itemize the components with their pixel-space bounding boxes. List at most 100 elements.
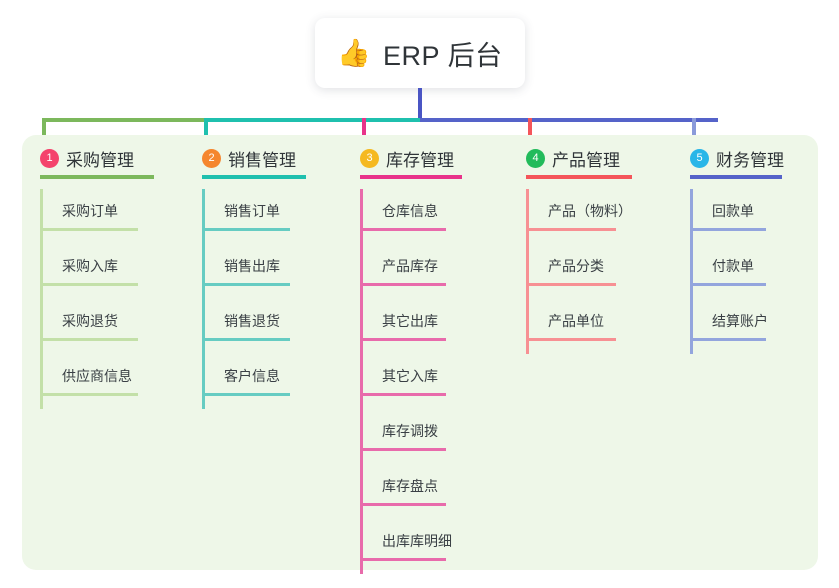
leaf-node[interactable]: 采购订单 <box>40 189 138 244</box>
leaf-node-rule <box>202 393 290 396</box>
branch-header-5[interactable]: 5 财务管理 <box>690 146 784 180</box>
leaf-node-rule <box>526 283 616 286</box>
leaf-node-rule <box>40 228 138 231</box>
leaf-node-rule <box>202 338 290 341</box>
leaf-node-rule <box>360 338 446 341</box>
leaf-node-rule <box>690 338 766 341</box>
branch-drop-connector-1 <box>42 118 46 146</box>
branch-title: 销售管理 <box>228 151 296 170</box>
leaf-node-label: 销售退货 <box>224 313 280 329</box>
leaf-node-label: 回款单 <box>712 203 754 219</box>
branch-drop-connector-2 <box>204 118 208 146</box>
leaf-node-rule <box>526 228 616 231</box>
branch-item-list: 回款单付款单结算账户 <box>690 189 784 354</box>
leaf-node-label: 仓库信息 <box>382 203 438 219</box>
branch-header-rule <box>202 175 306 179</box>
branch-spine <box>526 189 529 354</box>
branch-spine <box>690 189 693 354</box>
branch-drop-connector-3 <box>362 118 366 146</box>
leaf-node-rule <box>360 283 446 286</box>
branch-drop-connector-4 <box>528 118 532 146</box>
branch-title: 库存管理 <box>386 151 454 170</box>
leaf-node[interactable]: 产品（物料） <box>526 189 632 244</box>
branch-item-list: 产品（物料） 产品分类产品单位 <box>526 189 632 354</box>
leaf-node[interactable]: 回款单 <box>690 189 784 244</box>
leaf-node[interactable]: 结算账户 <box>690 299 784 354</box>
leaf-node-label: 其它出库 <box>382 313 438 329</box>
branch-column-3: 3 库存管理仓库信息产品库存其它出库其它入库库存调拨库存盘点出库库明细 <box>360 146 462 574</box>
bus-segment-1 <box>42 118 204 122</box>
leaf-node[interactable]: 产品单位 <box>526 299 620 354</box>
branch-spine <box>202 189 205 409</box>
leaf-node[interactable]: 销售订单 <box>202 189 296 244</box>
leaf-node-label: 产品分类 <box>548 258 604 274</box>
leaf-node-label: 客户信息 <box>224 368 280 384</box>
leaf-node-rule <box>360 448 446 451</box>
leaf-node[interactable]: 仓库信息 <box>360 189 454 244</box>
leaf-node-label: 产品库存 <box>382 258 438 274</box>
leaf-node-rule <box>360 228 446 231</box>
branch-header-3[interactable]: 3 库存管理 <box>360 146 462 180</box>
leaf-node-label: 库存盘点 <box>382 478 438 494</box>
leaf-node[interactable]: 销售出库 <box>202 244 296 299</box>
branch-title: 采购管理 <box>66 151 134 170</box>
leaf-node-label: 付款单 <box>712 258 754 274</box>
leaf-node[interactable]: 客户信息 <box>202 354 296 409</box>
branch-title: 财务管理 <box>716 151 784 170</box>
leaf-node[interactable]: 采购入库 <box>40 244 138 299</box>
leaf-node[interactable]: 付款单 <box>690 244 784 299</box>
leaf-node[interactable]: 其它入库 <box>360 354 454 409</box>
leaf-node-label: 产品（物料） <box>548 203 632 219</box>
branch-number-badge: 3 <box>360 149 379 168</box>
leaf-node[interactable]: 库存调拨 <box>360 409 454 464</box>
leaf-node-label: 库存调拨 <box>382 423 438 439</box>
leaf-node-label: 供应商信息 <box>62 368 132 384</box>
leaf-node-label: 其它入库 <box>382 368 438 384</box>
thumbs-up-icon: 👍 <box>337 37 372 68</box>
leaf-node-label: 采购订单 <box>62 203 118 219</box>
leaf-node[interactable]: 其它出库 <box>360 299 454 354</box>
leaf-node-rule <box>360 393 446 396</box>
leaf-node[interactable]: 采购退货 <box>40 299 138 354</box>
leaf-node-rule <box>690 228 766 231</box>
leaf-node-rule <box>202 283 290 286</box>
branch-spine <box>40 189 43 409</box>
leaf-node[interactable]: 产品库存 <box>360 244 454 299</box>
leaf-node-label: 采购退货 <box>62 313 118 329</box>
branch-item-list: 销售订单销售出库销售退货客户信息 <box>202 189 296 409</box>
leaf-node[interactable]: 出库库明细 <box>360 519 454 574</box>
leaf-node-rule <box>40 283 138 286</box>
branch-drop-connector-5 <box>692 118 696 146</box>
branch-number-badge: 2 <box>202 149 221 168</box>
leaf-node-rule <box>202 228 290 231</box>
leaf-node[interactable]: 销售退货 <box>202 299 296 354</box>
branch-column-2: 2 销售管理销售订单销售出库销售退货客户信息 <box>202 146 306 409</box>
root-node[interactable]: 👍 ERP 后台 <box>315 18 525 88</box>
branch-number-badge: 5 <box>690 149 709 168</box>
branch-item-list: 采购订单采购入库采购退货供应商信息 <box>40 189 138 409</box>
leaf-node-label: 采购入库 <box>62 258 118 274</box>
root-trunk-connector <box>418 88 422 118</box>
leaf-node[interactable]: 供应商信息 <box>40 354 138 409</box>
leaf-node-label: 销售订单 <box>224 203 280 219</box>
leaf-node[interactable]: 产品分类 <box>526 244 620 299</box>
branch-item-list: 仓库信息产品库存其它出库其它入库库存调拨库存盘点出库库明细 <box>360 189 454 574</box>
branch-spine <box>360 189 363 574</box>
branch-header-rule <box>360 175 462 179</box>
root-node-title: ERP 后台 <box>383 40 503 71</box>
leaf-node-label: 产品单位 <box>548 313 604 329</box>
branches-panel <box>22 135 818 570</box>
branch-number-badge: 4 <box>526 149 545 168</box>
branch-header-rule <box>690 175 782 179</box>
bus-segment-3 <box>420 118 718 122</box>
bus-segment-2 <box>204 118 420 122</box>
branch-header-2[interactable]: 2 销售管理 <box>202 146 306 180</box>
leaf-node-rule <box>526 338 616 341</box>
leaf-node[interactable]: 库存盘点 <box>360 464 454 519</box>
leaf-node-rule <box>40 338 138 341</box>
